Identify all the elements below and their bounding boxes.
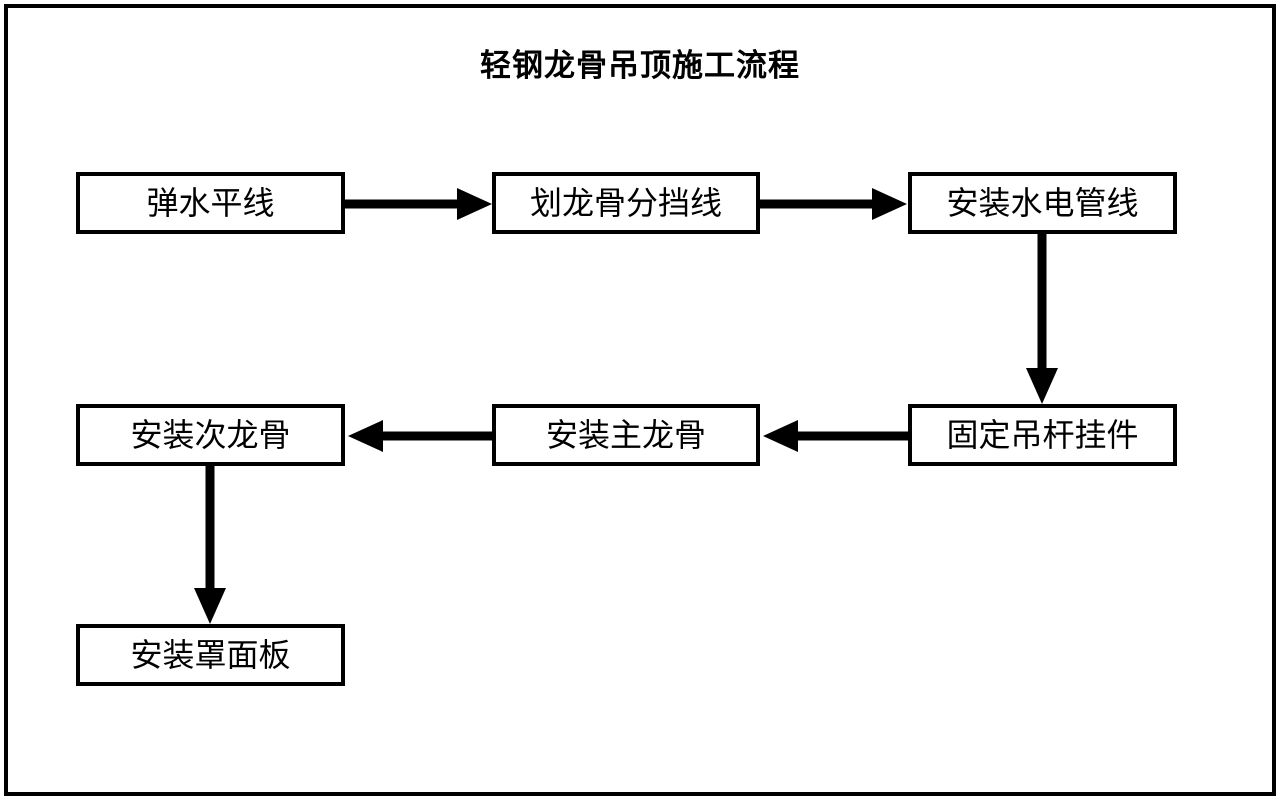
flow-edge-right-n1-n2 <box>345 186 495 222</box>
flow-edge-left-n4-n5 <box>760 418 910 454</box>
flow-edge-right-n2-n3 <box>760 186 910 222</box>
flow-edge-down-n6-n7 <box>192 466 228 626</box>
flow-node-an-zhuang-shui-dian-guan-xian[interactable]: 安装水电管线 <box>908 172 1177 234</box>
flow-node-gu-ding-diao-gan-gua-jian[interactable]: 固定吊杆挂件 <box>908 404 1177 466</box>
flow-node-an-zhuang-ci-long-gu[interactable]: 安装次龙骨 <box>76 404 345 466</box>
flow-edge-left-n5-n6 <box>345 418 495 454</box>
flow-node-dan-shui-ping-xian[interactable]: 弹水平线 <box>76 172 345 234</box>
flow-edge-down-n3-n4 <box>1024 234 1060 406</box>
flow-node-hua-long-gu-fen-dang-xian[interactable]: 划龙骨分挡线 <box>492 172 760 234</box>
flow-node-an-zhuang-zhao-mian-ban[interactable]: 安装罩面板 <box>76 624 345 686</box>
flow-node-an-zhuang-zhu-long-gu[interactable]: 安装主龙骨 <box>492 404 760 466</box>
page-title: 轻钢龙骨吊顶施工流程 <box>480 48 800 84</box>
